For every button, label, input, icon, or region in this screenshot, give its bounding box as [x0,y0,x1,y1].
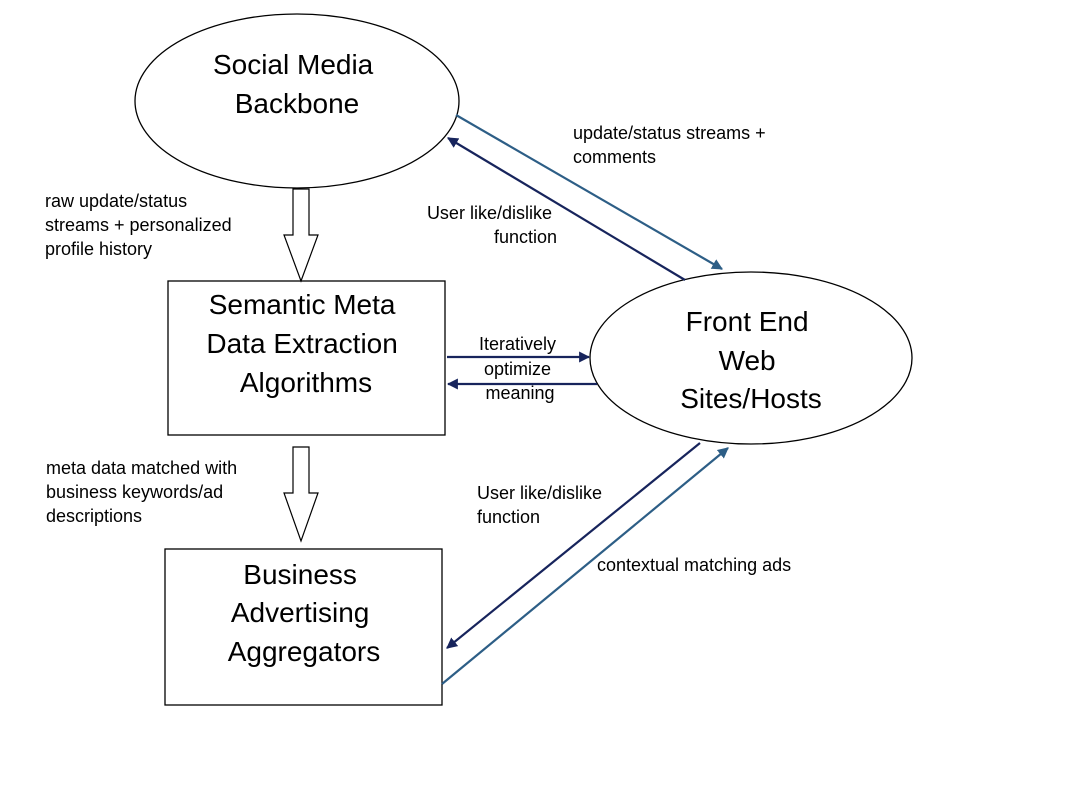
edge-label-line: User like/dislike [477,483,602,503]
svg-text:Semantic Meta Data Extra: Semantic Meta Data Extraction Algorithms [206,289,405,398]
edge-label-line: function [494,227,557,247]
edge-label-line: streams + personalized [45,215,232,235]
node-label-line: Social Media [213,49,374,80]
node-label-line: Aggregators [228,636,381,667]
node-business-advertising-aggregators: Business Advertising Aggregators [164,548,443,706]
edge-label-contextual-ads: contextual matching ads [597,555,791,575]
svg-text:Social Media Backbone: Social Media Backbone [213,49,381,119]
edge-label-update-status: update/status streams + comments [573,123,771,167]
arrow-frontend-to-business [446,442,701,649]
svg-text:Business Advertising: Business Advertising Aggregators [228,559,381,667]
edge-label-line: comments [573,147,656,167]
node-social-media-backbone: Social Media Backbone [134,13,460,189]
node-label-line: Data Extraction [206,328,397,359]
node-label-line: Semantic Meta [209,289,396,320]
arrow-business-to-frontend [441,447,729,685]
edge-label-line: update/status streams + [573,123,766,143]
node-label-line: Algorithms [240,367,372,398]
hollow-arrow-semantic-to-business [283,446,319,543]
node-front-end-web-sites: Front End Web Sites/Hosts [589,271,913,445]
edge-label-line: meta data matched with [46,458,237,478]
edge-label-iteratively-optimize: Iteratively optimize meaning [479,334,561,403]
edge-label-line: User like/dislike [427,203,552,223]
arrow-frontend-to-social [447,137,686,281]
arrow-social-to-frontend [455,114,723,270]
edge-label-user-like-top: User like/dislike function [427,203,557,247]
edge-label-raw-update: raw update/status streams + personalized… [45,191,237,259]
node-label-line: Sites/Hosts [680,383,822,414]
edge-label-line: profile history [45,239,152,259]
svg-text:Front End Web Site: Front End Web Sites/Hosts [680,306,822,414]
edge-label-line: descriptions [46,506,142,526]
edge-label-line: raw update/status [45,191,187,211]
node-semantic-meta-data-extraction: Semantic Meta Data Extraction Algorithms [167,280,446,436]
edge-label-meta-matched: meta data matched with business keywords… [46,458,242,526]
node-label-line: Web [719,345,776,376]
edge-label-line: Iteratively [479,334,556,354]
hollow-arrow-social-to-semantic [283,188,319,283]
edge-label-line: optimize [484,359,551,379]
edge-label-line: business keywords/ad [46,482,223,502]
node-label-line: Business [243,559,357,590]
node-label-line: Backbone [235,88,360,119]
node-label-line: Front End [686,306,809,337]
edge-label-line: contextual matching ads [597,555,791,575]
node-label-line: Advertising [231,597,370,628]
edge-label-line: meaning [485,383,554,403]
edge-label-user-like-bottom: User like/dislike function [477,483,607,527]
edge-label-line: function [477,507,540,527]
